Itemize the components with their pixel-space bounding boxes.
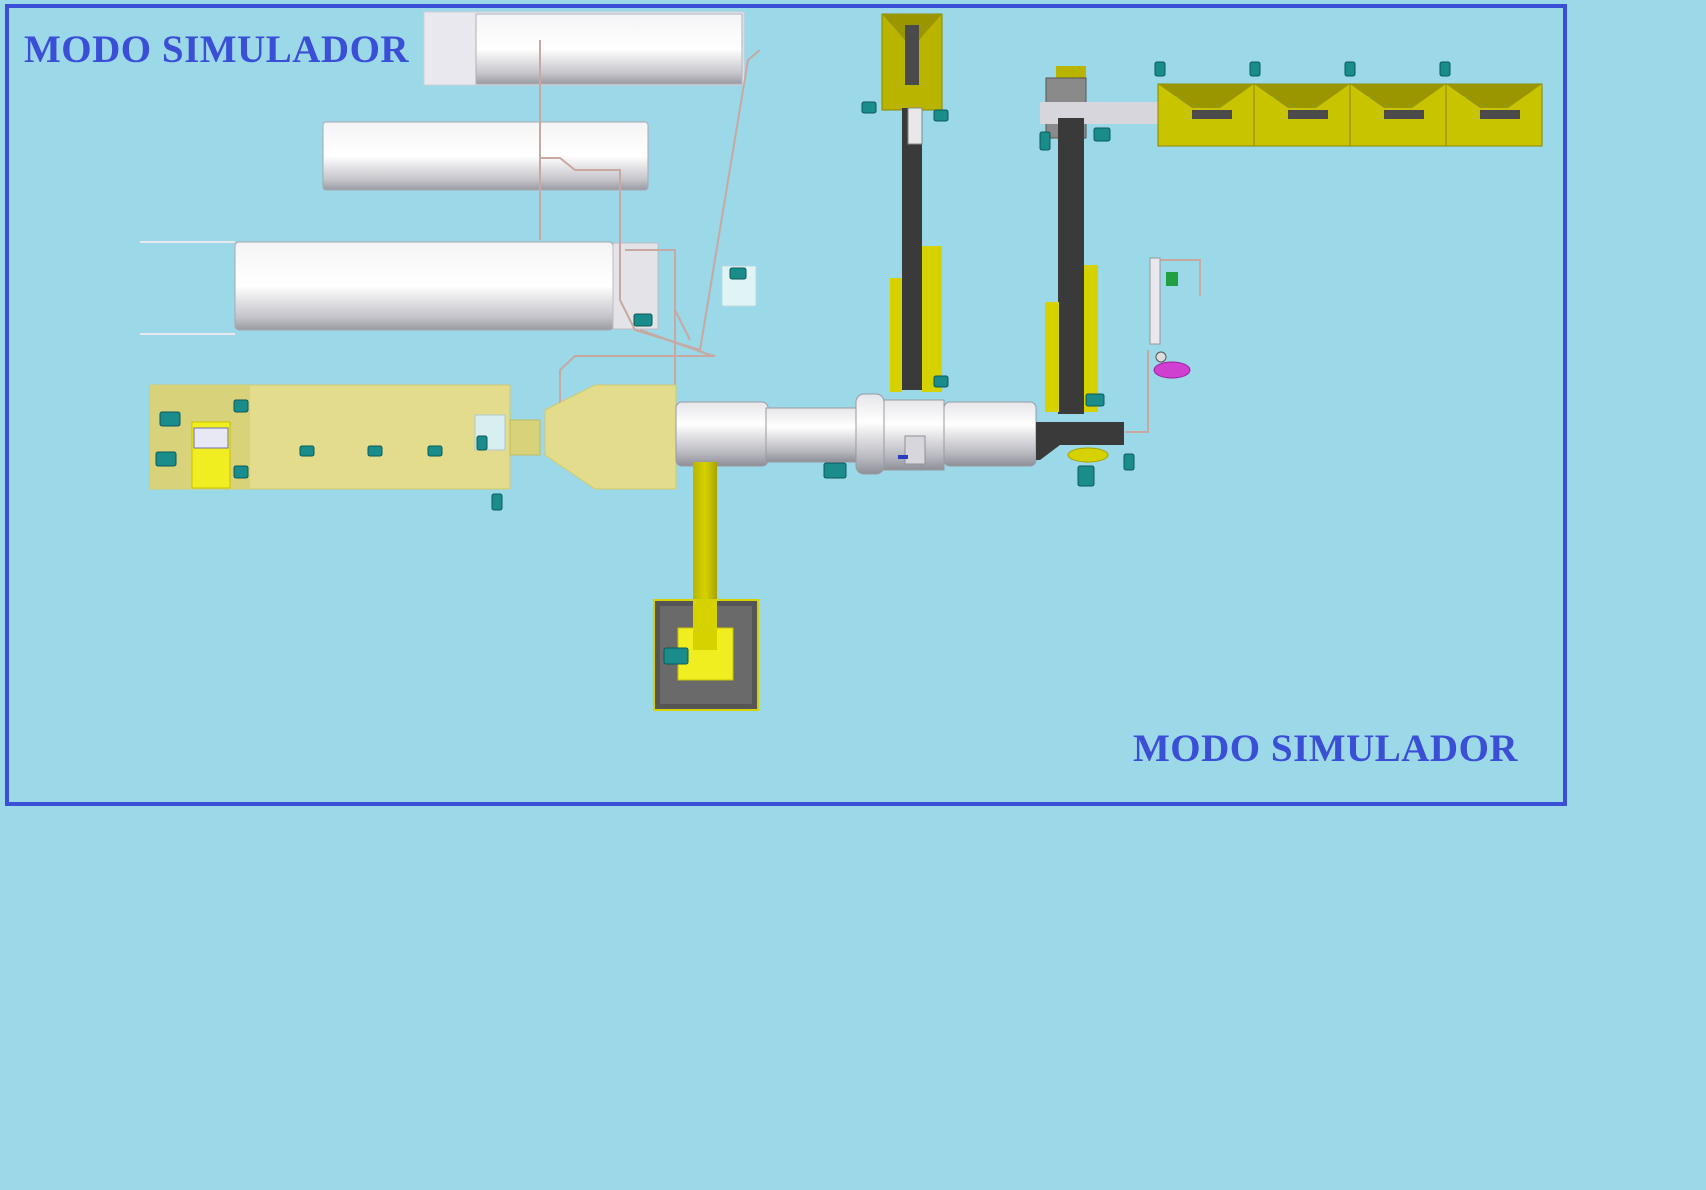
motor-icon: [663, 647, 689, 665]
motor-icon: [823, 462, 847, 479]
motor-icon: [476, 435, 488, 451]
motor-icon: [1093, 127, 1111, 142]
motor-icon: [1344, 61, 1356, 77]
motor-icon: [233, 399, 249, 413]
feed-cooler-unit[interactable]: [149, 384, 511, 490]
motors[interactable]: [155, 61, 1451, 665]
motor-icon: [861, 101, 877, 114]
motor-icon: [299, 445, 315, 457]
storage-bin-2: [1253, 83, 1351, 147]
hopper[interactable]: [653, 599, 759, 711]
motor-icon: [427, 445, 443, 457]
motor-icon: [933, 109, 949, 122]
transition-hood: [509, 384, 677, 490]
motor-icon: [159, 411, 181, 427]
rotary-kiln[interactable]: [675, 393, 1037, 475]
bucket-elevator-2[interactable]: [1040, 66, 1158, 414]
mode-label-bottom: MODO SIMULADOR: [1133, 727, 1519, 770]
motor-icon: [233, 465, 249, 479]
air-compressor[interactable]: [1149, 257, 1191, 379]
motor-icon: [155, 451, 177, 467]
storage-bins[interactable]: [1157, 83, 1543, 147]
motor-icon: [1154, 61, 1166, 77]
motor-icon: [491, 493, 503, 511]
motor-icon: [1439, 61, 1451, 77]
motor-icon: [933, 375, 949, 388]
motor-icon: [1123, 453, 1135, 471]
storage-bin-4: [1445, 83, 1543, 147]
mode-label-top: MODO SIMULADOR: [24, 28, 410, 71]
motor-icon: [1249, 61, 1261, 77]
motor-icon: [1085, 393, 1105, 407]
simulator-frame: [5, 4, 1567, 806]
bucket-elevator-1[interactable]: [881, 13, 943, 392]
kiln-discharge-chute: [1036, 422, 1124, 463]
storage-tank-large[interactable]: [140, 241, 659, 335]
motor-icon: [367, 445, 383, 457]
vertical-chute: [693, 462, 717, 622]
motor-icon: [1039, 131, 1051, 151]
storage-bin-1: [1157, 83, 1255, 147]
storage-bin-3: [1349, 83, 1447, 147]
motor-icon: [729, 267, 747, 280]
storage-tank-top[interactable]: [423, 11, 745, 86]
motor-icon: [1077, 465, 1095, 487]
pipe-network: [539, 40, 1201, 433]
storage-tank-middle[interactable]: [322, 121, 649, 191]
motor-icon: [633, 313, 653, 327]
